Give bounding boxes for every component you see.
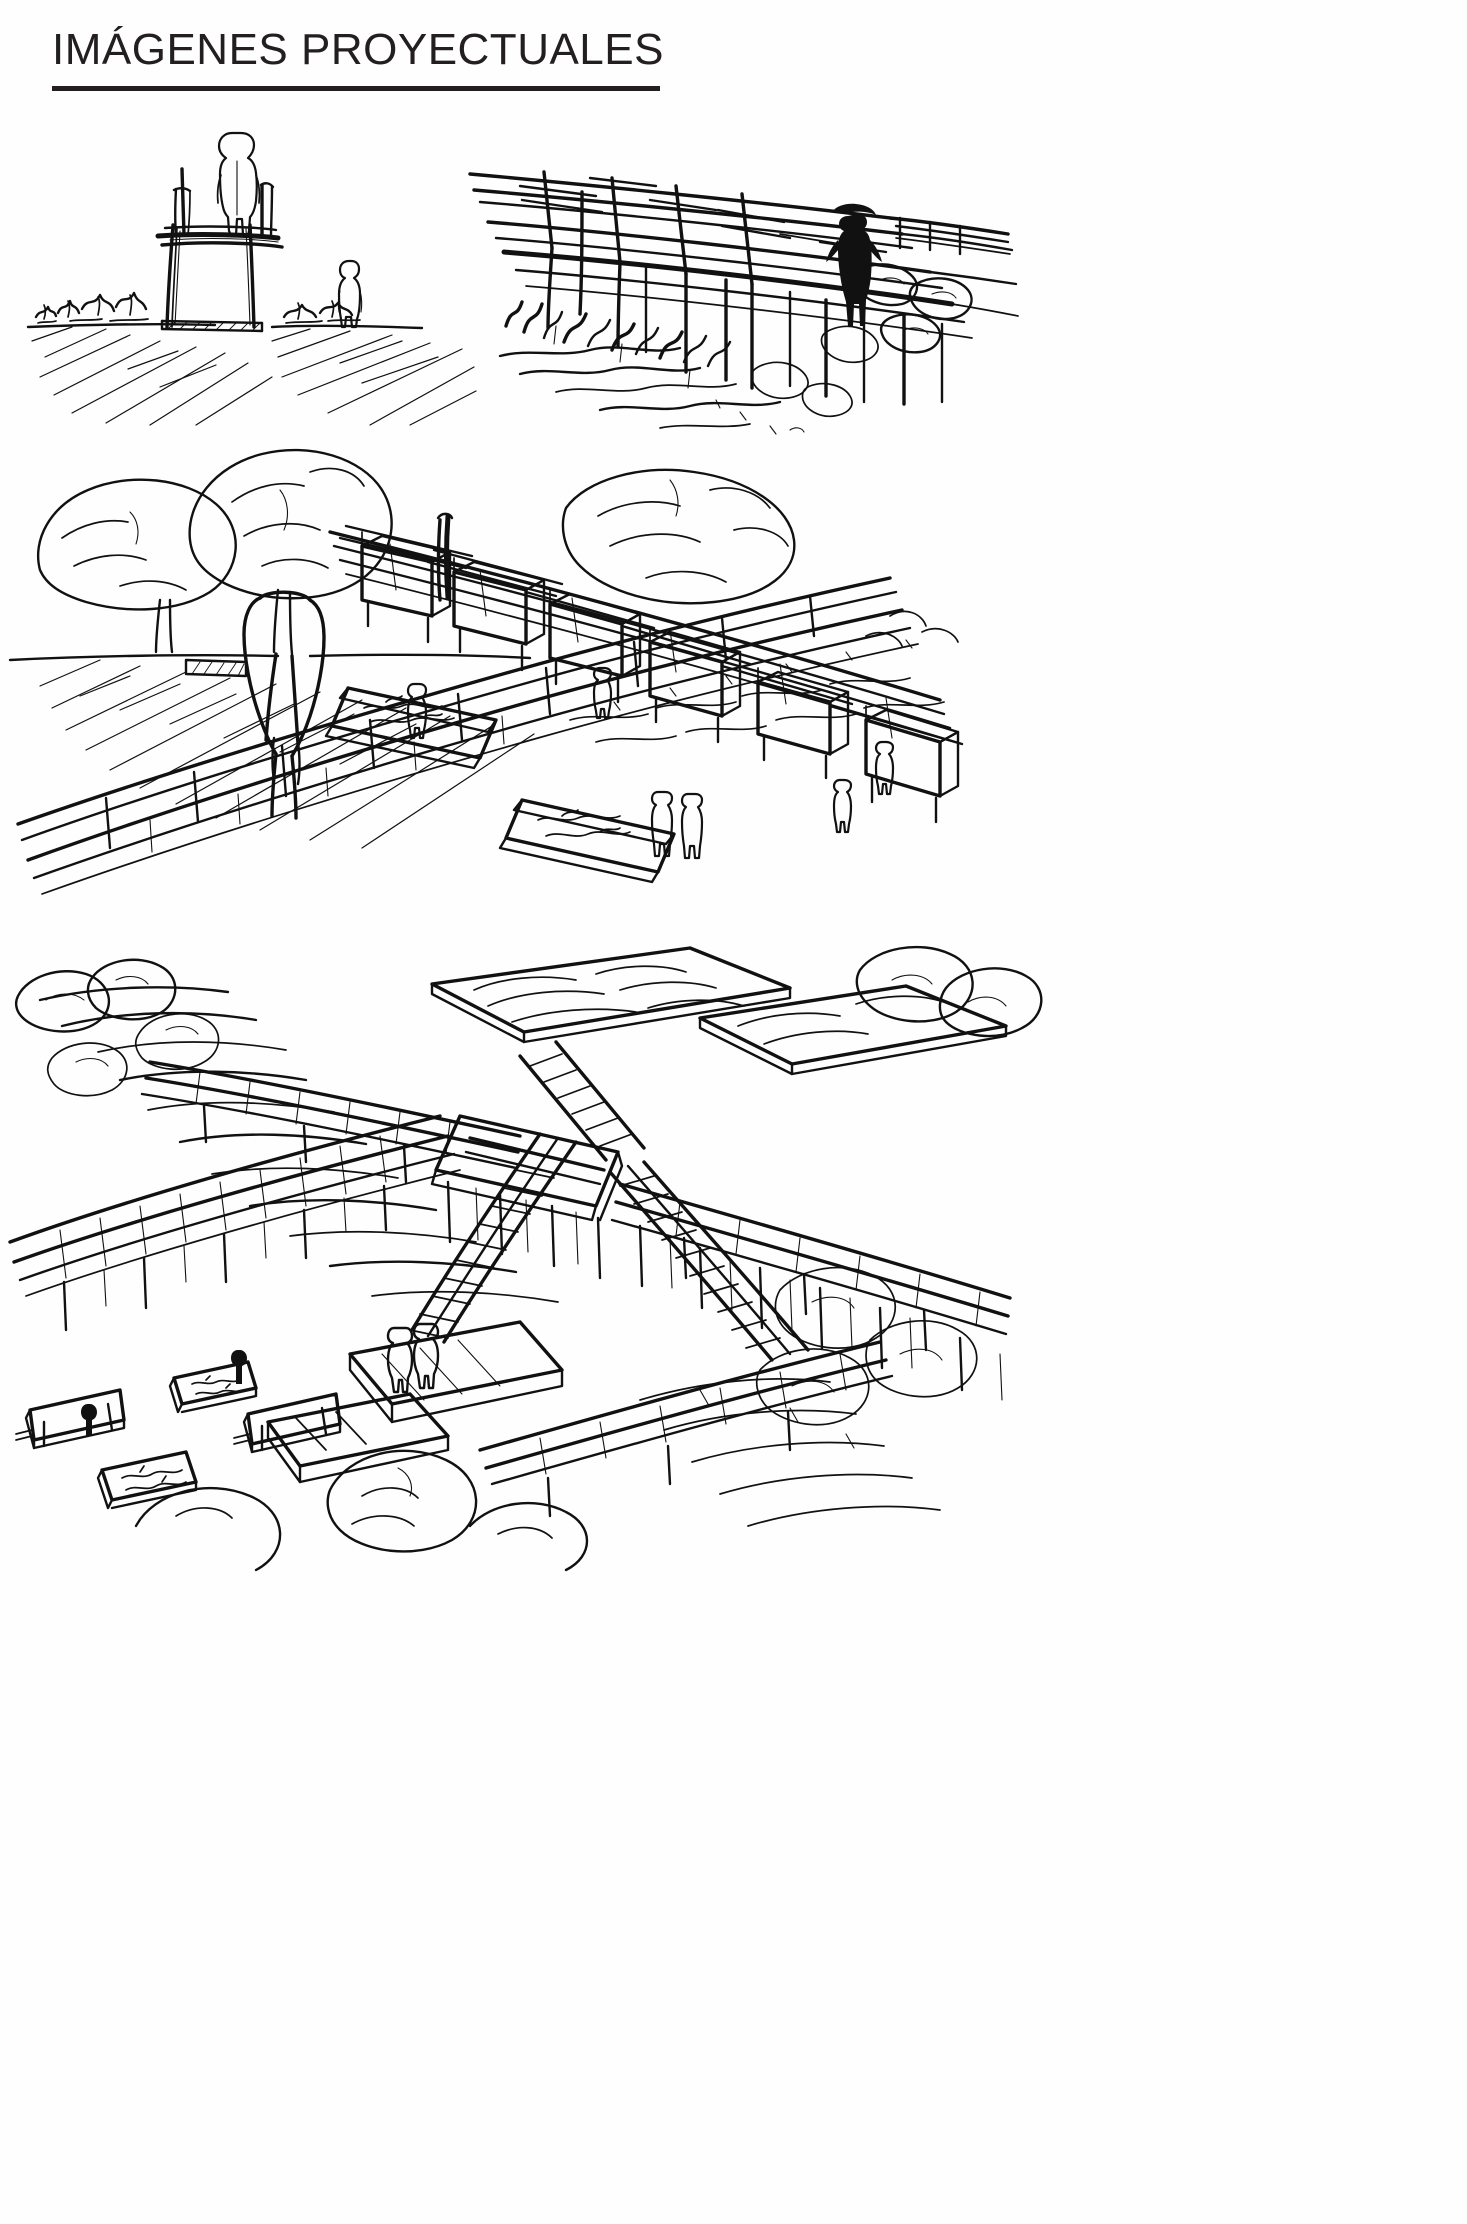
page-title-block: IMÁGENES PROYECTUALES — [52, 25, 664, 91]
ramp-stair-main — [409, 1132, 578, 1344]
shrubs-right — [282, 300, 361, 324]
figure-on-platform — [216, 131, 261, 237]
tower-shaft — [160, 223, 264, 333]
rock-outcrops-right — [755, 945, 1043, 1426]
elevated-walkway-lower — [478, 1340, 894, 1518]
figure-silhouette — [826, 203, 882, 326]
walkway-handrail — [894, 216, 1011, 256]
reed-vegetation — [498, 263, 973, 435]
tree-masses — [36, 448, 393, 786]
walkway-cross-beams — [518, 170, 888, 286]
sketch-elevated-walkway — [460, 130, 1020, 470]
boardwalk-railing — [16, 576, 919, 895]
terrain-detail-right — [639, 1378, 941, 1527]
figure-on-ground — [337, 259, 363, 329]
pilotis-grid — [638, 1224, 1003, 1401]
ramp-stair-secondary — [608, 1160, 810, 1362]
foreground-rocks — [134, 1449, 589, 1572]
market-figures — [242, 590, 895, 860]
sketch-market-promenade — [8, 420, 1040, 940]
shrubs-left — [34, 291, 149, 324]
foreground-planters — [15, 1322, 440, 1510]
pergola-beams — [328, 512, 957, 743]
elevated-walkway-left — [8, 1114, 461, 1332]
ground-plane — [26, 322, 477, 426]
elevated-walkway-upper — [140, 1060, 522, 1184]
background-scrub — [569, 610, 959, 743]
railing-post-right — [259, 182, 275, 239]
paving-hatching — [8, 653, 535, 849]
roof-platforms — [430, 946, 1008, 1076]
title-underline — [52, 86, 660, 91]
planter-troughs — [324, 686, 676, 884]
page-title: IMÁGENES PROYECTUALES — [52, 25, 664, 74]
lower-platform — [266, 1320, 564, 1484]
rock-outcrops-left — [14, 958, 220, 1097]
tree-mass-right — [561, 468, 796, 605]
railing-post-left — [172, 167, 192, 237]
sketch-aerial-overview — [0, 930, 1050, 1572]
ramp-upper — [518, 1040, 646, 1162]
sketch-mirador-tower — [10, 95, 480, 426]
